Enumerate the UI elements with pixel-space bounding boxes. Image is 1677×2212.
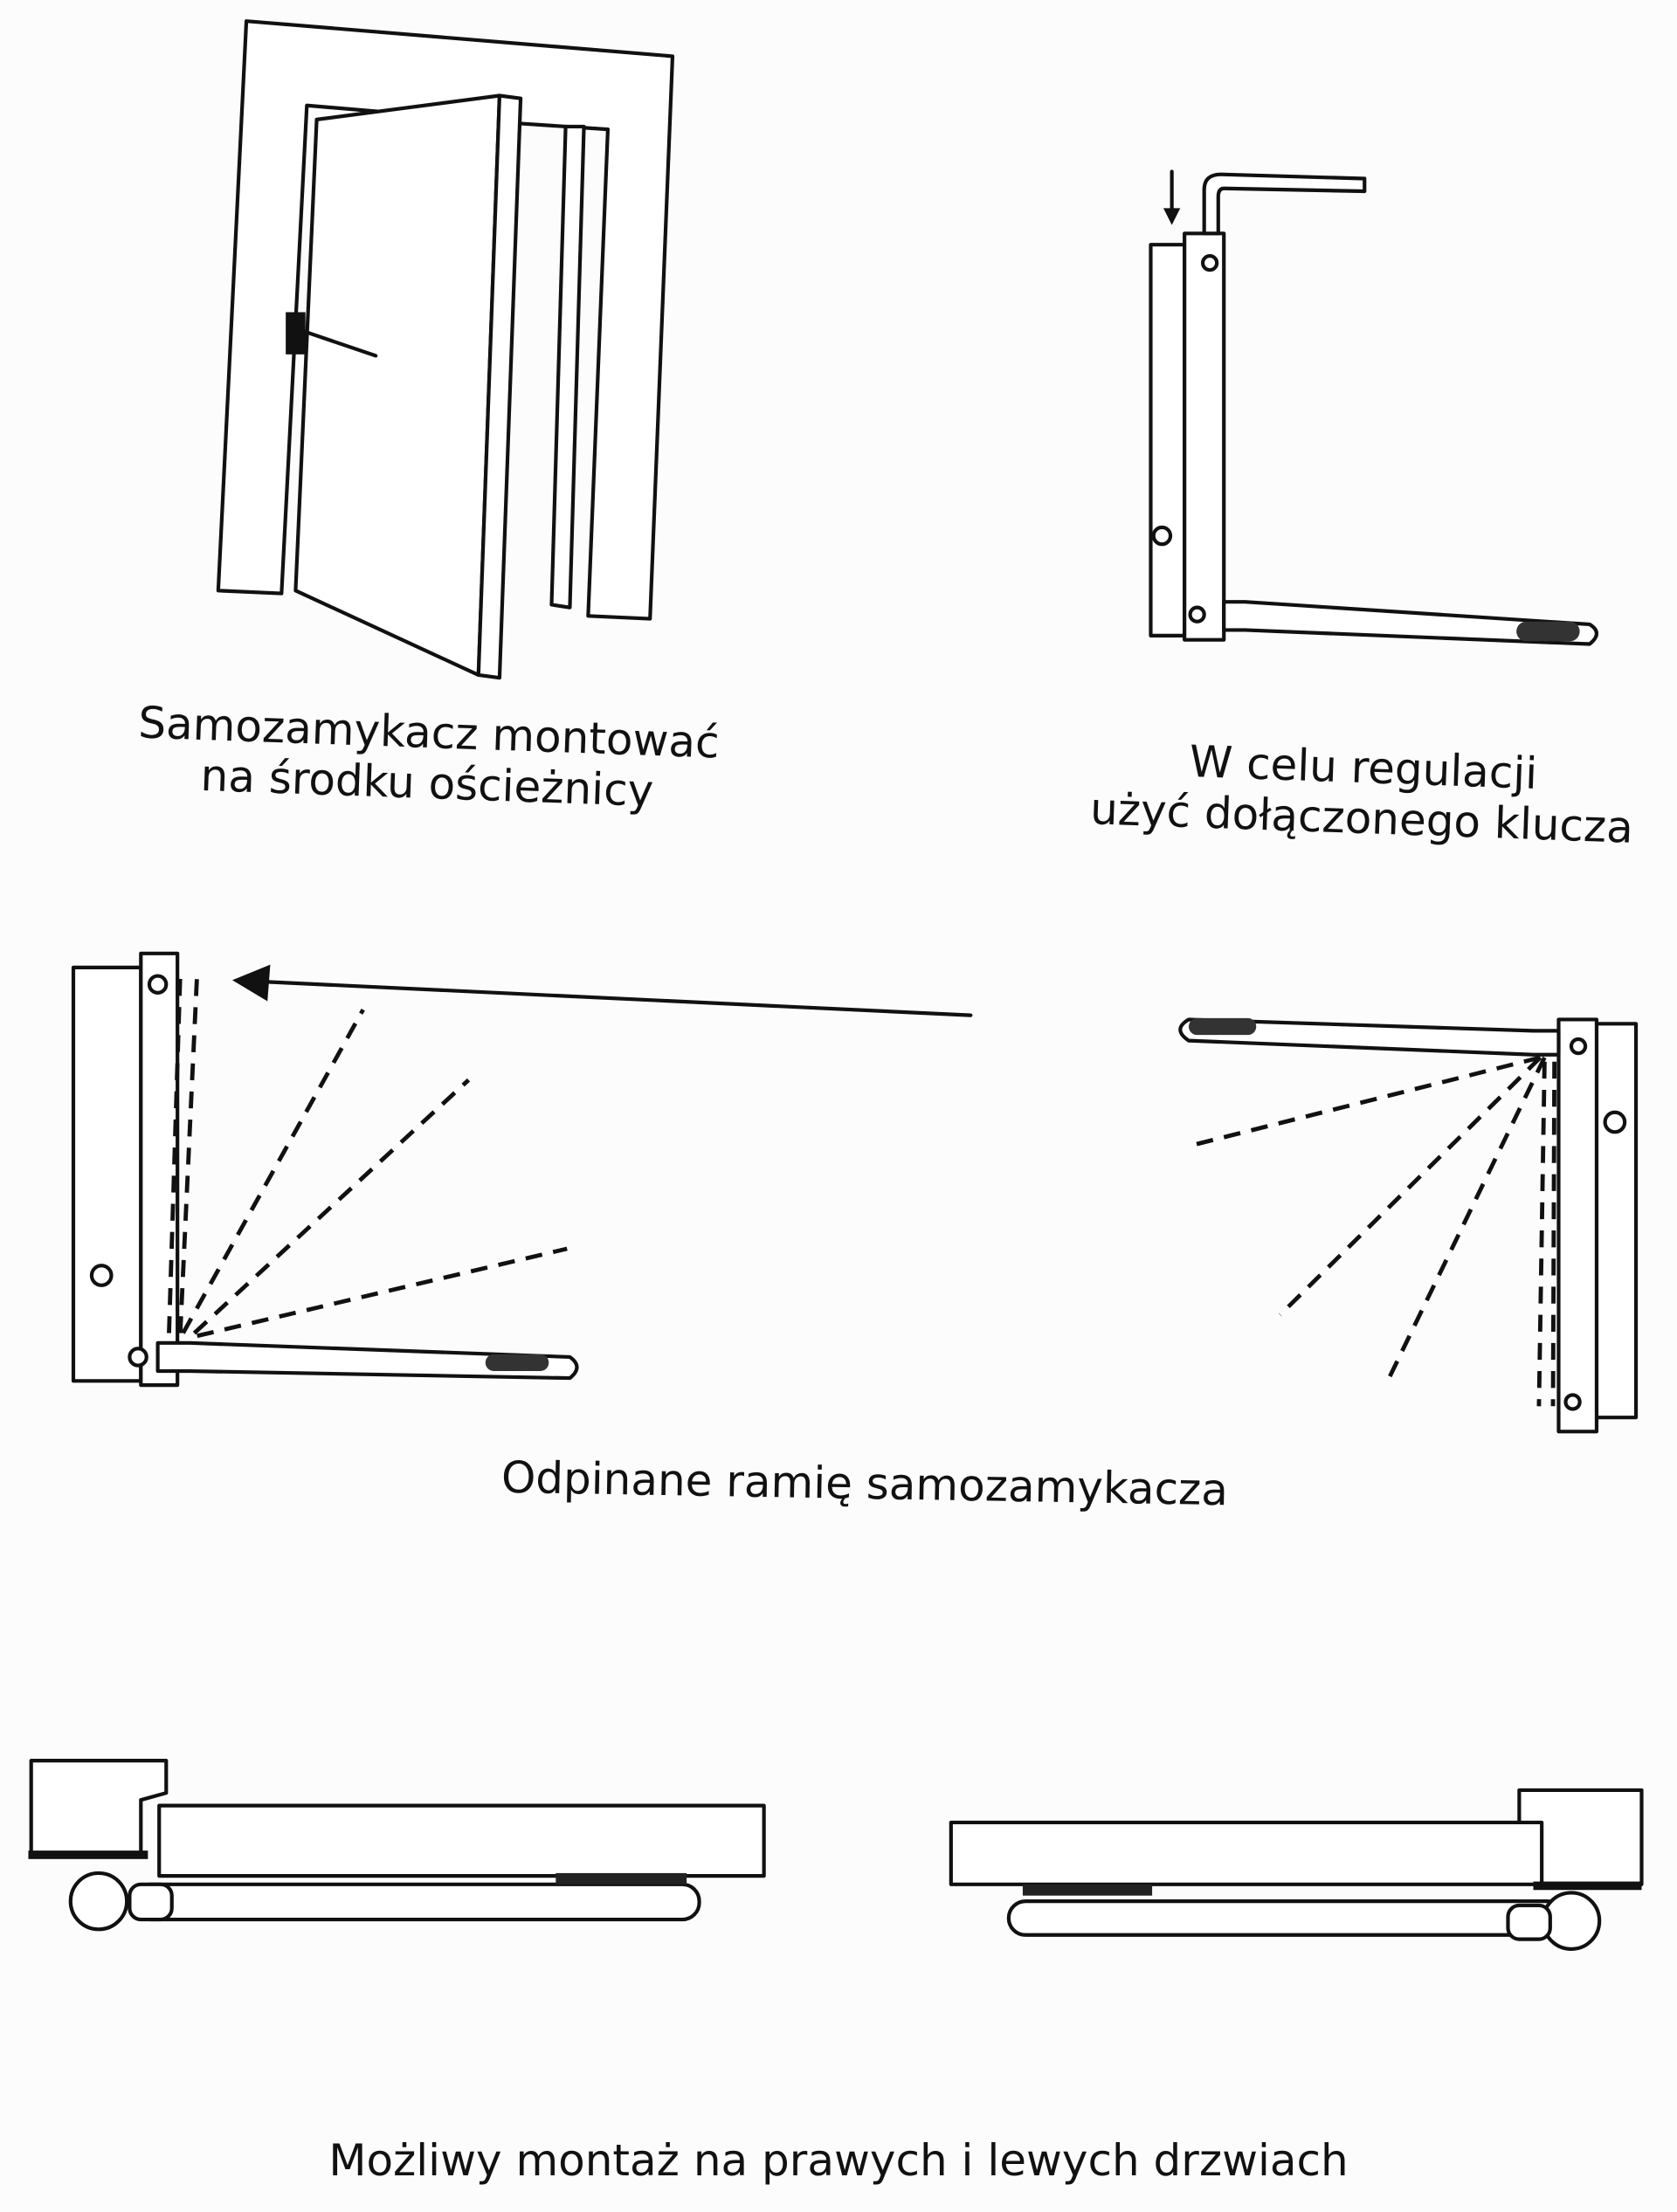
arrow-down-icon (1163, 208, 1181, 225)
mount-left-door (28, 1759, 766, 1932)
closer-adjustment-illustration (1149, 169, 1599, 646)
door-closer-icon (286, 312, 306, 355)
hex-key-icon (1202, 172, 1367, 236)
mount-right-door (949, 1788, 1644, 1951)
detachable-arm-right (1178, 1017, 1639, 1434)
detachable-arm-left (71, 951, 973, 1388)
caption-mount-center: Samozamykacz montować na środku ościeżni… (121, 697, 735, 819)
door-illustration (216, 19, 675, 680)
caption-left-right-mount: Możliwy montaż na prawych i lewych drzwi… (328, 2135, 1349, 2186)
arrow-left-icon (231, 964, 271, 1002)
